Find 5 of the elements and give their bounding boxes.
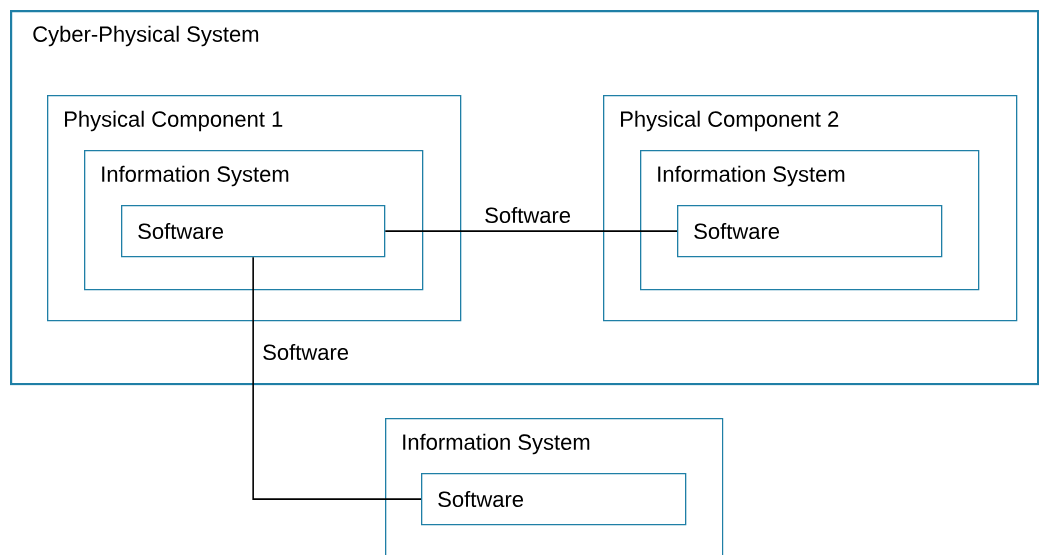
box: Software: [121, 205, 386, 258]
box: Software: [677, 205, 943, 258]
connector-line: [252, 256, 422, 500]
box: Software: [421, 473, 687, 526]
connector-line: [384, 230, 678, 232]
